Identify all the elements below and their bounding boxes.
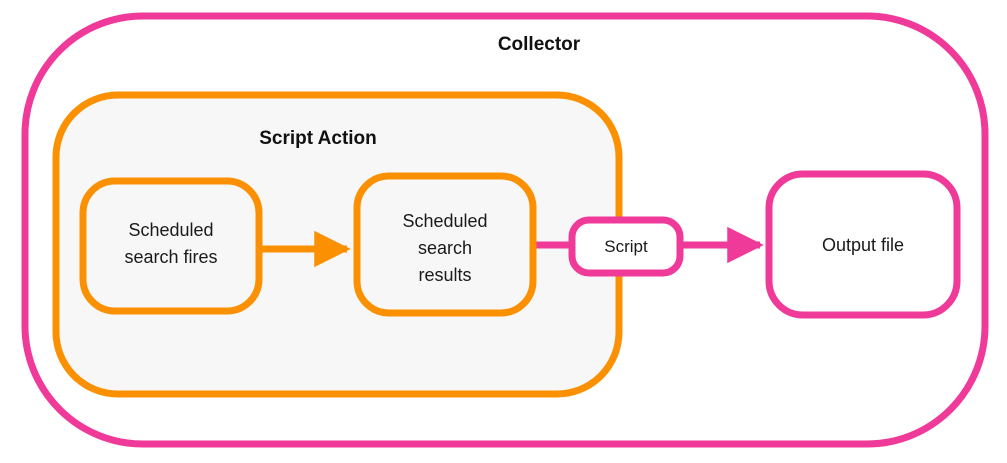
node-script[interactable]	[568, 216, 684, 277]
node-scheduled-search-results-label-2: search	[418, 238, 472, 258]
node-scheduled-search-results[interactable]	[353, 172, 537, 317]
node-scheduled-search-fires-label: Scheduled	[128, 220, 213, 240]
node-scheduled-search-fires-label-2: search fires	[124, 247, 217, 267]
collector-title: Collector	[498, 34, 581, 55]
node-scheduled-search-results-label: Scheduled	[402, 211, 487, 231]
node-scheduled-search-fires[interactable]	[79, 177, 263, 315]
node-scheduled-search-results-label-3: results	[418, 265, 471, 285]
node-output-file[interactable]	[765, 170, 961, 319]
node-output-file-label: Output file	[822, 235, 904, 255]
script-action-title: Script Action	[259, 128, 377, 149]
node-script-label: Script	[604, 237, 648, 256]
